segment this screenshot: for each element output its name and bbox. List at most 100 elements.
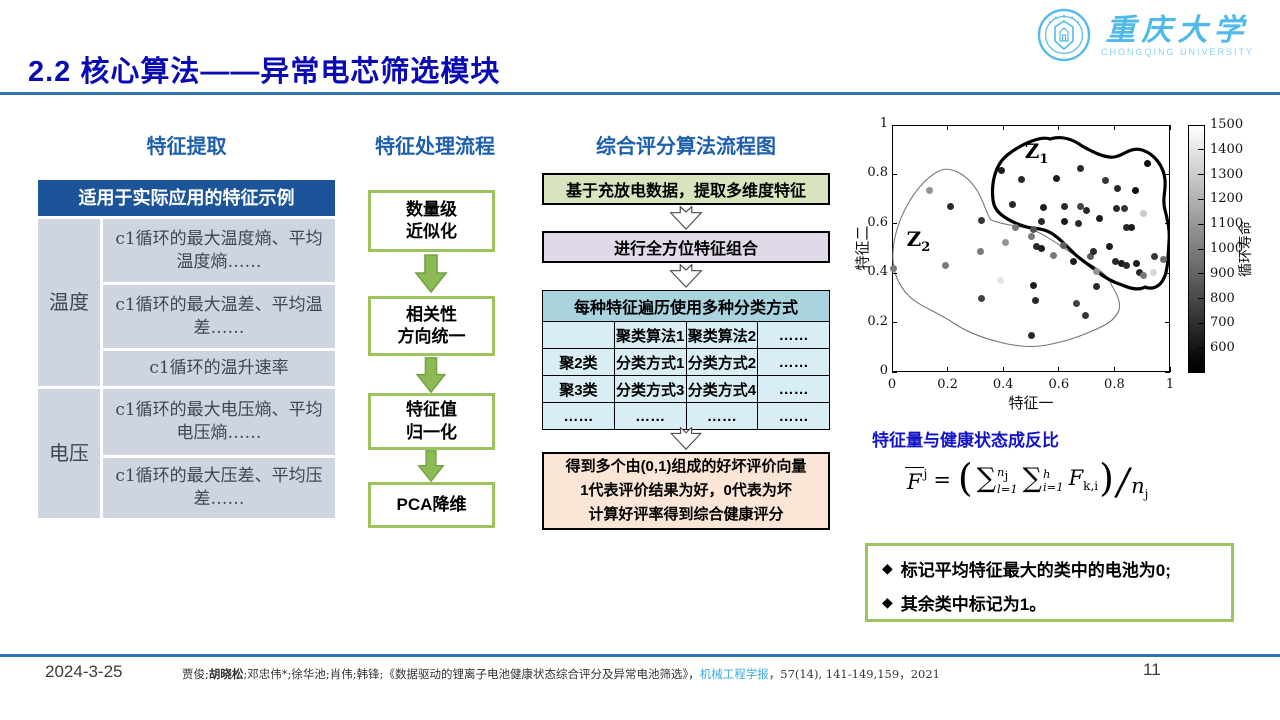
diamond-bullet-icon: ◆ [882,560,893,576]
data-point [1123,224,1131,231]
data-point [1009,201,1017,209]
data-point [1095,214,1103,222]
feature-row: c1循环的最大温差、平均温差…… [103,285,335,348]
process-step-magnitude: 数量级 近似化 [368,190,495,252]
feature-row: c1循环的最大温度熵、平均温度熵…… [103,219,335,282]
note-item: ◆ 标记平均特征最大的类中的电池为0; [882,560,1171,580]
data-point [1075,220,1083,228]
data-point [1140,209,1148,217]
matrix-header: 每种特征遍历使用多种分类方式 [542,290,830,322]
data-point [1040,204,1047,212]
feature-group-temperature: 温度 [38,219,100,386]
classification-matrix: 每种特征遍历使用多种分类方式 聚类算法1 聚类算法2 …… 聚2类 分类方式1 … [542,290,830,430]
hollow-down-arrow-icon [669,264,703,288]
footer-date: 2024-3-25 [45,662,123,681]
cluster-label: Z1 [1024,139,1049,168]
data-point [1132,187,1140,195]
data-point [1135,268,1143,276]
data-point [1118,260,1126,268]
data-point [996,276,1004,284]
title-divider [0,92,1280,95]
university-logo: 重庆大学 CHONGQING UNIVERSITY [1037,8,1254,62]
processing-flow-heading: 特征处理流程 [375,136,495,158]
hollow-down-arrow-icon [669,427,703,450]
data-point [1060,242,1068,250]
data-point [1133,260,1141,268]
note-item: ◆ 其余类中标记为1。 [882,594,1047,614]
feature-row: c1循环的最大压差、平均压差…… [103,458,335,518]
scoring-step-extract: 基于充放电数据，提取多维度特征 [542,173,830,205]
data-point [1102,176,1110,184]
data-point [1038,217,1046,225]
data-point [1151,253,1159,261]
cluster-z1-outline [990,135,1170,291]
scoring-result-box: 得到多个由(0,1)组成的好坏评价向量 1代表评价结果为好，0代表为坏 计算好评… [542,452,830,530]
journal-link: 机械工程学报 [699,667,769,681]
university-name-en: CHONGQING UNIVERSITY [1100,46,1254,57]
data-point [1073,300,1081,308]
data-point [1113,205,1121,213]
data-point [1030,281,1037,289]
data-point [947,203,955,211]
process-step-pca: PCA降维 [368,482,495,528]
data-point [1060,202,1068,210]
data-point [1140,272,1148,280]
data-point [1121,205,1129,213]
colorbar [1188,125,1205,373]
data-point [1149,268,1157,276]
scoring-flow-heading: 综合评分算法流程图 [596,136,776,158]
scoring-step-combine: 进行全方位特征组合 [542,231,830,263]
data-point [1070,258,1078,266]
data-point [1011,224,1019,231]
data-point [1001,239,1009,247]
feature-group-voltage: 电压 [38,389,100,518]
process-step-correlation: 相关性 方向统一 [368,296,495,356]
analysis-heading: 特征量与健康状态成反比 [872,431,1059,450]
data-point [1060,217,1068,225]
x-axis-label: 特征一 [1008,394,1054,412]
page-title: 2.2 核心算法——异常电芯筛选模块 [28,56,501,88]
feature-row: c1循环的最大电压熵、平均电压熵…… [103,389,335,455]
data-point [941,261,949,269]
data-point [1050,251,1058,259]
data-point [1143,159,1151,167]
data-point [1028,331,1036,339]
data-point [998,167,1006,175]
data-point [1077,203,1085,211]
data-point [1017,175,1025,183]
footer-divider [0,654,1280,657]
down-arrow-icon [414,254,448,294]
data-point [1112,258,1120,266]
feature-extraction-heading: 特征提取 [146,136,227,158]
data-point [1030,225,1037,233]
data-point [1086,253,1094,261]
hollow-down-arrow-icon [669,206,703,230]
data-point [1031,296,1039,304]
data-point [925,186,933,194]
data-point [1027,233,1035,241]
data-point [1114,185,1122,193]
page-number: 11 [1143,660,1161,679]
data-point [1083,207,1091,215]
down-arrow-icon [417,450,445,483]
data-point [976,248,984,256]
process-step-normalize: 特征值 归一化 [368,393,495,450]
university-name-cn: 重庆大学 [1105,12,1250,48]
data-point [1106,243,1114,251]
data-point [1076,164,1084,172]
data-point [1053,174,1061,182]
cluster-z2-outline [892,168,1121,347]
data-point [1093,267,1101,275]
cluster-label: Z2 [906,227,931,256]
feature-table: 适用于实际应用的特征示例 温度 c1循环的最大温度熵、平均温度熵…… c1循环的… [38,180,335,518]
feature-row: c1循环的温升速率 [103,351,335,386]
data-point [1033,243,1041,251]
data-point [889,264,897,272]
data-point [1159,256,1167,264]
data-point [1081,311,1089,319]
diamond-bullet-icon: ◆ [882,594,893,610]
